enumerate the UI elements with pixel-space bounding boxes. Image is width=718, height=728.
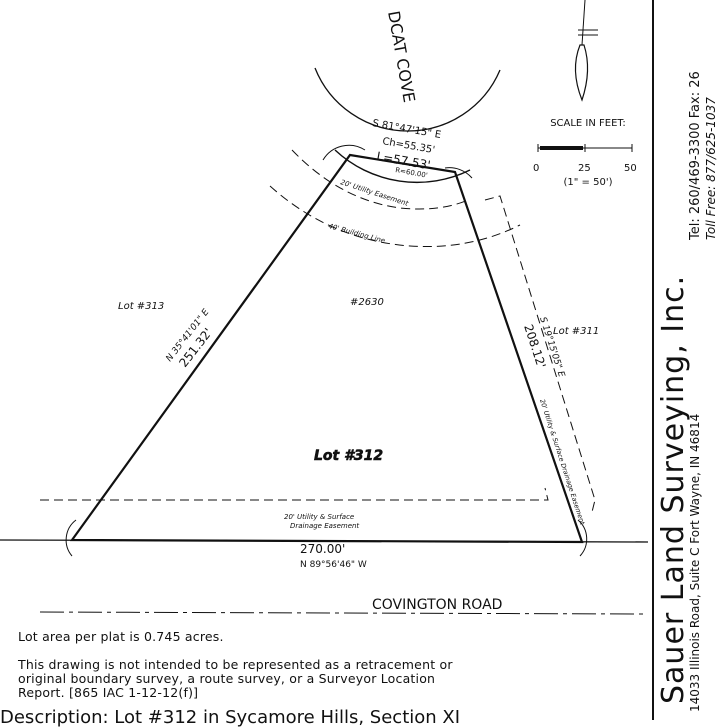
corner-arc-sw — [65, 519, 77, 557]
lot-area-note: Lot area per plat is 0.745 acres. — [18, 629, 224, 644]
corner-arc-se — [577, 519, 588, 557]
lot-address-label: #2630 — [350, 297, 384, 308]
building-line-label: 40' Building Line — [327, 222, 385, 245]
scale-legend: SCALE IN FEET: 0 25 50 (1" = 50') — [528, 118, 648, 188]
scale-title: SCALE IN FEET: — [550, 118, 626, 129]
scale-tick-25: 25 — [578, 163, 591, 174]
company-name: Sauer Land Surveying, Inc. — [656, 274, 691, 704]
corner-arc-ne — [444, 167, 473, 179]
street-top-label: DCAT COVE — [384, 9, 419, 103]
street-bottom-label: COVINGTON ROAD — [372, 597, 502, 613]
disclaimer-note: This drawing is not intended to be repre… — [18, 657, 453, 700]
north-arrow — [574, 0, 598, 102]
utility-easement-line — [291, 149, 469, 210]
description-text: Description: Lot #312 in Sycamore Hills,… — [0, 707, 461, 728]
road-right-of-way — [0, 539, 649, 543]
lot-east-label: Lot #311 — [553, 326, 599, 337]
road-centerline — [39, 611, 649, 615]
corner-arc-nw — [322, 144, 366, 161]
scale-tick-0: 0 — [533, 163, 540, 174]
south-easement-line — [40, 487, 549, 501]
scale-tick-50: 50 — [624, 163, 637, 174]
notes-block: Lot area per plat is 0.745 acres. This d… — [18, 630, 618, 714]
south-easement-label-2: Drainage Easement — [290, 522, 359, 530]
company-address: 14033 Illinois Road, Suite C Fort Wayne,… — [688, 413, 702, 712]
lot-subject-label: Lot #312 — [314, 448, 383, 464]
south-line-bearing: N 89°56'46" W — [300, 560, 367, 570]
scale-ticks: 0 25 50 — [528, 163, 648, 177]
company-phone: Tel: 260/469-3300 Fax: 26 — [688, 71, 703, 240]
title-block: Sauer Land Surveying, Inc. 14033 Illinoi… — [652, 0, 718, 720]
scale-ratio: (1" = 50') — [563, 177, 613, 188]
east-easement-label: 20' Utility & Surface Drainage Easement — [538, 398, 586, 526]
building-line — [269, 185, 521, 247]
east-easement-line — [484, 195, 596, 513]
lot-west-label: Lot #313 — [118, 301, 164, 312]
company-tollfree: Toll Free: 877/625-1037 — [704, 97, 718, 240]
south-easement-label-1: 20' Utility & Surface — [284, 513, 354, 521]
scale-bar — [537, 144, 633, 152]
south-line-distance: 270.00' — [300, 542, 345, 556]
cul-de-sac-arc — [314, 67, 501, 132]
curve-bearing: S 81°47'15" E — [371, 118, 441, 141]
description-line: Description: Lot #312 in Sycamore Hills,… — [0, 708, 650, 728]
cul-de-sac-inner-arc — [334, 149, 471, 184]
